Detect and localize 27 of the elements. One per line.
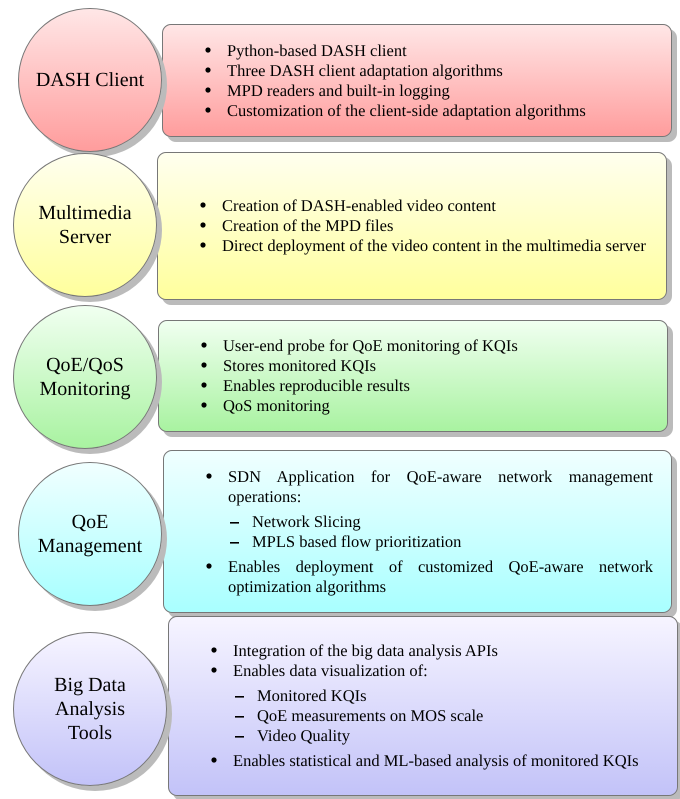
list-item: SDN Application for QoE-aware network management operations: [228,466,653,506]
list-item: Creation of the MPD files [222,216,394,236]
node-title: DASH Client [36,68,144,92]
sub-list-item: MPLS based flow prioritization [252,532,462,552]
list-item: Enables reproducible results [223,376,411,396]
node-title: QoE/QoS Monitoring [38,353,132,401]
list-item: Integration of the big data analysis APIs [233,641,499,661]
list-item: Enables data visualization of: [233,661,429,681]
list-item: MPD readers and built-in logging [227,80,451,100]
node-title: Big Data Analysis Tools [53,673,127,745]
list-item: User-end probe for QoE monitoring of KQIs [223,336,519,356]
sub-list-item: Monitored KQIs [257,686,368,706]
node-title: QoE Management [36,510,144,558]
list-item: Enables statistical and ML-based analysis of monitored KQIs [233,751,640,771]
list-item: Creation of DASH-enabled video content [222,196,498,216]
sub-list-item: Video Quality [257,726,351,746]
list-item: Customization of the client-side adaptation algorithms [227,100,587,120]
list-item: QoS monitoring [223,396,331,416]
list-item: Direct deployment of the video content in the multimedia server [222,236,647,256]
list-item: Stores monitored KQIs [223,356,378,376]
list-item: Enables deployment of customized QoE-aware network optimization algorithms [228,556,653,596]
sub-list-item: Network Slicing [252,512,362,532]
node-title: Multimedia Server [37,201,133,249]
list-item: Three DASH client adaptation algorithms [227,60,504,80]
list-item: Python-based DASH client [227,40,408,60]
rounded-box [168,616,678,796]
sub-list-item: QoE measurements on MOS scale [257,706,484,726]
